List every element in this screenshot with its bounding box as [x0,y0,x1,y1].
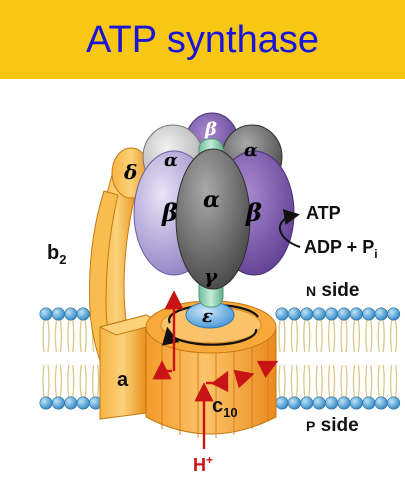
lipid-head [64,307,78,321]
lipid-head [300,307,314,321]
label-b2-main: b [47,242,59,264]
label-c10: c10 [212,395,238,420]
label-adp-main: ADP + P [304,237,374,257]
lipid-tail [91,364,100,397]
lipid-tail [290,364,299,397]
label-proton-sup: + [206,453,213,467]
lipid-tail [42,320,50,353]
label-delta: δ [123,160,137,184]
label-p-side-rest: side [315,415,358,436]
lipid-head [51,307,65,321]
label-epsilon: ε [202,306,213,327]
label-gamma: γ [204,264,218,288]
lipid-head [39,307,53,321]
lipid-tail [327,320,336,353]
lipid-head [64,396,78,410]
lipid-tail [290,320,299,353]
lipid-head [300,396,314,410]
lipid-head [275,396,289,410]
lipid-tail [352,320,361,353]
lipid-tail [389,320,398,353]
page-title: ATP synthase [85,18,320,61]
lipid-head [287,396,301,410]
lipid-tail [352,364,361,397]
label-p-side-cap: P [306,418,315,434]
lipid-tail [278,320,286,353]
lipid-head [362,307,376,321]
lipid-head [337,307,351,321]
label-n-side-cap: N [306,283,316,299]
lipid-tail [79,320,87,353]
lipid-head [387,396,401,410]
lipid-tail [365,320,373,353]
lipid-tail [54,364,63,397]
label-alpha-left: α [164,150,178,171]
label-n-side-rest: side [316,280,359,301]
label-b2: b2 [47,242,66,267]
lipid-head [349,396,363,410]
lipid-tail [315,320,323,353]
lipid-head [387,307,401,321]
lipid-head [39,396,53,410]
lipid-tail [377,364,385,397]
proton-path [152,290,279,449]
lipid-tail [389,364,398,397]
lipid-head [374,396,388,410]
lipid-head [325,307,339,321]
lipid-tail [42,364,50,397]
label-alpha-center: α [203,187,220,213]
lipid-head [275,307,289,321]
lipid-head [312,396,326,410]
label-proton: H+ [193,453,213,475]
f1-head [133,112,295,290]
label-atp: ATP [306,203,341,223]
label-beta-right: β [245,198,262,227]
lipid-tail [315,364,323,397]
lipid-tail [303,364,311,397]
lipid-tail [67,320,75,353]
atp-synthase-diagram: δ α β α β α β γ ε b2 a c10 ATP ADP + Pi … [39,112,401,475]
lipid-tail [303,320,311,353]
lipid-tail [67,364,75,397]
label-n-side: N side [306,280,359,301]
label-alpha-right: α [244,140,258,161]
label-c10-main: c [212,395,223,417]
label-adp-sub: i [374,247,377,261]
lipid-head [76,307,90,321]
label-proton-main: H [193,455,206,475]
lipid-head [287,307,301,321]
label-a: a [117,369,129,391]
lipid-head [374,307,388,321]
lipid-head [349,307,363,321]
lipid-tail [340,364,348,397]
lipid-head [362,396,376,410]
lipid-tail [79,364,87,397]
lipid-head [76,396,90,410]
label-b2-sub: 2 [59,252,66,267]
lipid-tail [377,320,385,353]
label-beta-left: β [161,198,178,227]
label-adp-pi: ADP + Pi [304,237,378,261]
label-c10-sub: 10 [223,405,237,420]
title-banner: ATP synthase [0,0,405,79]
lipid-head [337,396,351,410]
lipid-head [51,396,65,410]
lipid-tail [365,364,373,397]
label-p-side: P side [306,415,359,436]
label-beta-top: β [204,119,217,140]
lipid-tail [278,364,286,397]
lipid-head [312,307,326,321]
lipid-tail [340,320,348,353]
lipid-bilayer [39,307,401,410]
lipid-tail [54,320,63,353]
atp-synthesis-arrow [278,209,301,248]
lipid-head [325,396,339,410]
lipid-tail [327,364,336,397]
